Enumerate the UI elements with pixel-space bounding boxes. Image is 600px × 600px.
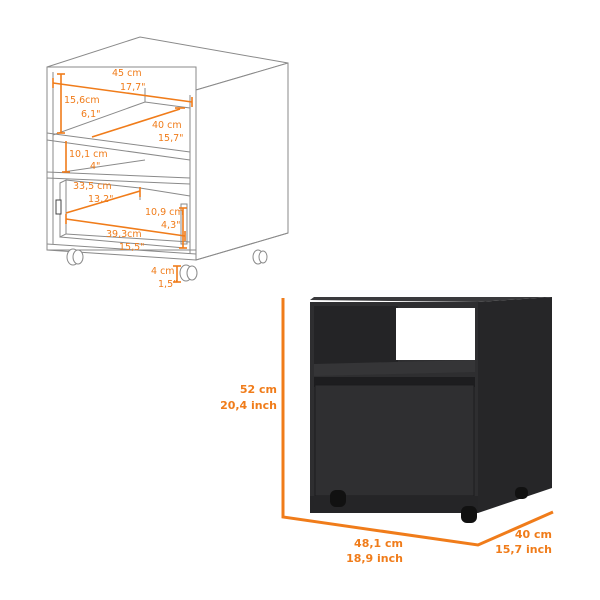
top-shelf-depth-cm-label: 40 cm — [152, 120, 182, 131]
middle-height-inch-label: 4" — [90, 161, 100, 172]
line-drawing-labels: 45 cm 17,7" 15,6cm 6,1" 40 cm 15,7" 10,1… — [64, 68, 184, 290]
line-drawing-dimension-lines — [52, 73, 193, 283]
wheel-back-right — [252, 249, 268, 265]
top-shelf-height-inch-label: 6,1" — [81, 109, 100, 120]
drawer-width-inch-label: 15,5" — [119, 242, 145, 253]
wheel-height-cm-label: 4 cm — [151, 266, 175, 277]
wheel-front-right — [179, 264, 198, 282]
width-inch-label: 18,9 inch — [346, 552, 403, 565]
drawer-height-cm-label: 10,9 cm — [145, 207, 184, 218]
drawer-depth-inch-label: 13,2" — [88, 194, 114, 205]
drawer-width-cm-label: 39,3cm — [106, 229, 142, 240]
render-dimension-lines — [281, 298, 554, 547]
middle-height-cm-label: 10,1 cm — [69, 149, 108, 160]
depth-inch-label: 15,7 inch — [495, 543, 552, 556]
height-inch-label: 20,4 inch — [220, 399, 277, 412]
render-labels: 52 cm 20,4 inch 48,1 cm 18,9 inch 40 cm … — [220, 383, 552, 565]
width-cm-label: 45 cm — [112, 68, 142, 79]
depth-cm-label: 40 cm — [515, 528, 552, 541]
top-shelf-depth-inch-label: 15,7" — [158, 133, 184, 144]
product-render-cabinet — [310, 297, 552, 523]
render-wheel-front-right — [461, 506, 477, 523]
width-inch-label: 17,7" — [120, 82, 146, 93]
drawer-depth-cm-label: 33,5 cm — [73, 181, 112, 192]
render-wheel-front-left — [330, 490, 346, 507]
width-cm-label: 48,1 cm — [354, 537, 403, 550]
top-shelf-height-cm-label: 15,6cm — [64, 95, 100, 106]
height-cm-label: 52 cm — [240, 383, 277, 396]
wheel-front-left — [66, 248, 84, 266]
line-drawing-cabinet — [46, 36, 289, 282]
wheel-height-inch-label: 1,5" — [158, 279, 177, 290]
render-wheel-back-right — [515, 487, 528, 499]
drawer-height-inch-label: 4,3" — [161, 220, 180, 231]
